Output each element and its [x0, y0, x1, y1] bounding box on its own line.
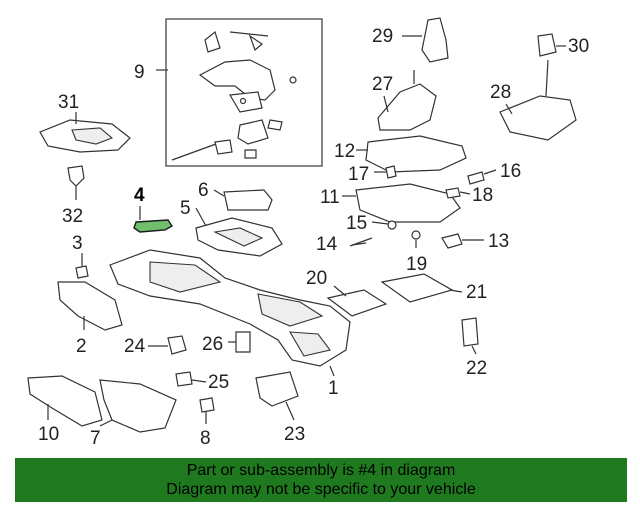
- label-30: 30: [568, 36, 589, 57]
- part-number-labels: 9 31 32 4 5 6 3 2 24 26 25 8 10 7 23 1 2…: [38, 26, 589, 449]
- label-9: 9: [134, 62, 145, 83]
- label-23: 23: [284, 424, 305, 445]
- part-27-shifter-assembly: [377, 83, 437, 131]
- label-27: 27: [372, 74, 393, 95]
- part-24-bracket: [167, 335, 187, 355]
- label-13: 13: [488, 231, 509, 252]
- label-17: 17: [348, 164, 369, 185]
- label-4: 4: [134, 185, 145, 206]
- part-8-clip: [199, 397, 215, 413]
- label-19: 19: [406, 254, 427, 275]
- label-28: 28: [490, 82, 511, 103]
- part-10-side-panel: [27, 375, 103, 427]
- label-20: 20: [306, 268, 327, 289]
- label-10: 10: [38, 424, 59, 445]
- part-11-armrest-base: [355, 183, 461, 223]
- part-13-latch: [441, 233, 463, 249]
- part-32-hinge: [67, 165, 85, 187]
- label-3: 3: [72, 233, 83, 254]
- part-19-fastener: [411, 230, 421, 240]
- part-28-shifter-housing: [499, 95, 577, 141]
- label-25: 25: [208, 372, 229, 393]
- part-16-spring: [467, 171, 485, 185]
- part-21-mat: [380, 273, 454, 303]
- label-12: 12: [334, 141, 355, 162]
- label-7: 7: [90, 428, 101, 449]
- part-6-storage-bin: [223, 189, 273, 211]
- leader-lines: [47, 35, 566, 427]
- part-20-liner: [326, 289, 388, 317]
- banner-line-2: Diagram may not be specific to your vehi…: [166, 481, 476, 498]
- label-18: 18: [472, 185, 493, 206]
- part-4-highlighted-mat: [133, 219, 173, 233]
- label-32: 32: [62, 206, 83, 227]
- label-6: 6: [198, 180, 209, 201]
- label-31: 31: [58, 92, 79, 113]
- part-3-clip: [75, 265, 89, 279]
- part-23-bracket: [255, 371, 299, 407]
- part-9-bracket-assembly: [171, 30, 297, 161]
- label-8: 8: [200, 428, 211, 449]
- part-2-side-trim: [57, 281, 123, 331]
- label-1: 1: [328, 378, 339, 399]
- banner-line-1: Part or sub-assembly is #4 in diagram: [186, 462, 456, 479]
- part-22-vent: [461, 317, 479, 347]
- part-17-clip: [385, 165, 397, 179]
- label-16: 16: [500, 161, 521, 182]
- part-26-power-outlet: [235, 331, 251, 353]
- part-15-screw: [387, 220, 397, 230]
- label-2: 2: [76, 336, 87, 357]
- label-21: 21: [466, 282, 487, 303]
- part-12-armrest: [365, 135, 467, 173]
- part-25-clip: [175, 371, 193, 387]
- info-banner: Part or sub-assembly is #4 in diagram Di…: [15, 458, 627, 502]
- label-5: 5: [180, 198, 191, 219]
- label-11: 11: [320, 187, 340, 208]
- label-29: 29: [372, 26, 393, 47]
- part-30-shift-knob: [537, 33, 557, 57]
- part-18-clip: [445, 187, 461, 199]
- label-22: 22: [466, 358, 487, 379]
- part-29-shift-knob: [421, 17, 449, 63]
- label-14: 14: [316, 234, 338, 255]
- label-24: 24: [124, 336, 146, 357]
- label-15: 15: [346, 213, 367, 234]
- label-26: 26: [202, 334, 223, 355]
- part-7-side-panel: [99, 379, 177, 433]
